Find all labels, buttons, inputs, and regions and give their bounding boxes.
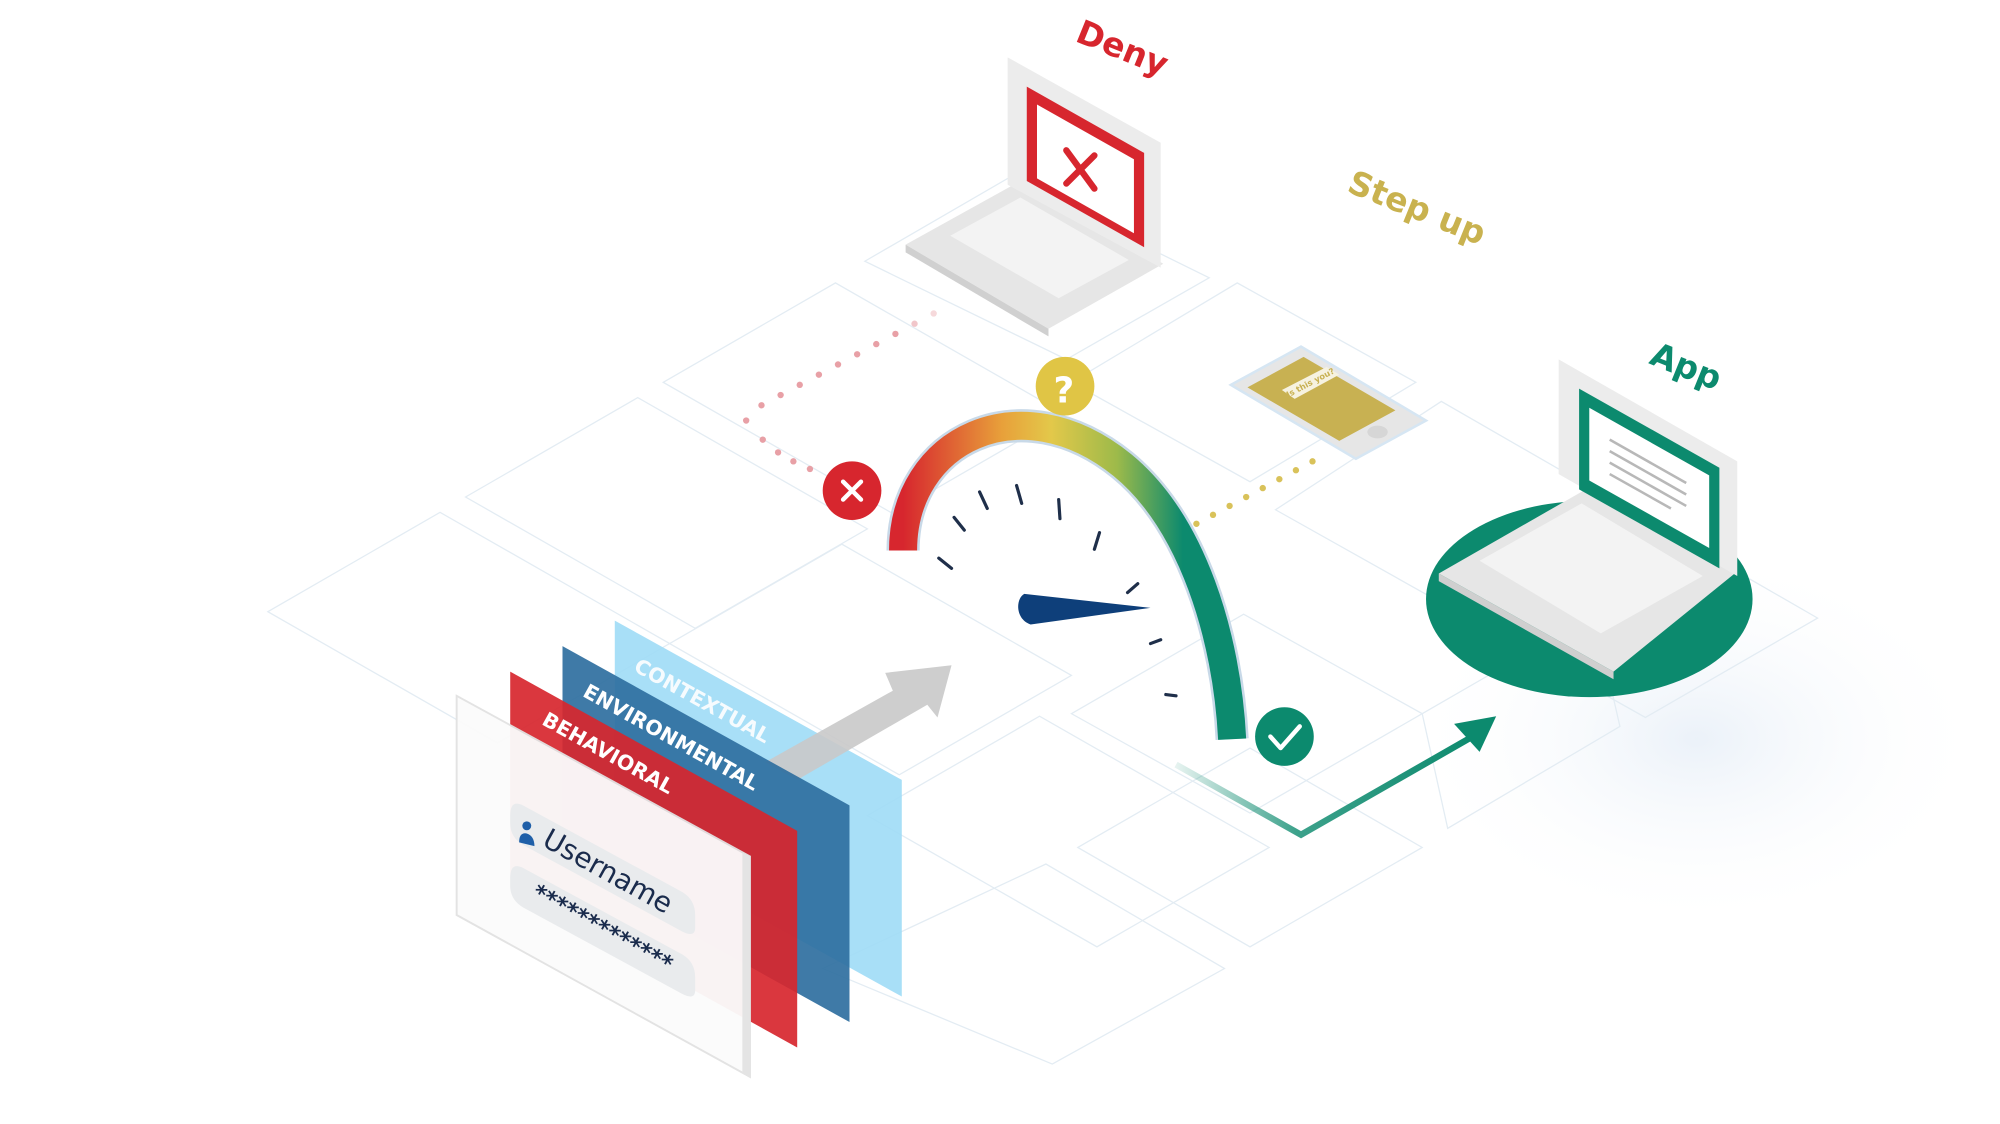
svg-text:?: ? — [1054, 371, 1075, 412]
app-laptop — [1426, 359, 1753, 698]
step-up-phone: Is this you? — [1228, 345, 1429, 461]
app-label: App — [1645, 334, 1727, 398]
risk-gauge — [886, 409, 1249, 740]
deny-dotted-path — [742, 310, 937, 473]
user-icon — [519, 821, 535, 847]
deny-label: Deny — [1071, 12, 1174, 84]
gauge-needle — [1018, 593, 1151, 625]
step-up-label: Step up — [1343, 162, 1492, 252]
allow-check-badge-icon — [1255, 707, 1314, 766]
password-field — [510, 866, 696, 997]
allow-arrow-icon — [1174, 716, 1497, 839]
gray-arrow-icon — [765, 665, 952, 780]
deny-x-badge-icon — [822, 461, 882, 520]
username-field — [510, 803, 696, 935]
deny-x-icon — [1063, 147, 1098, 192]
login-card: Username ************* — [455, 694, 751, 1079]
step-up-question-badge-icon: ? — [1035, 356, 1095, 416]
deny-laptop — [905, 57, 1164, 337]
gauge-ticks — [937, 483, 1178, 698]
